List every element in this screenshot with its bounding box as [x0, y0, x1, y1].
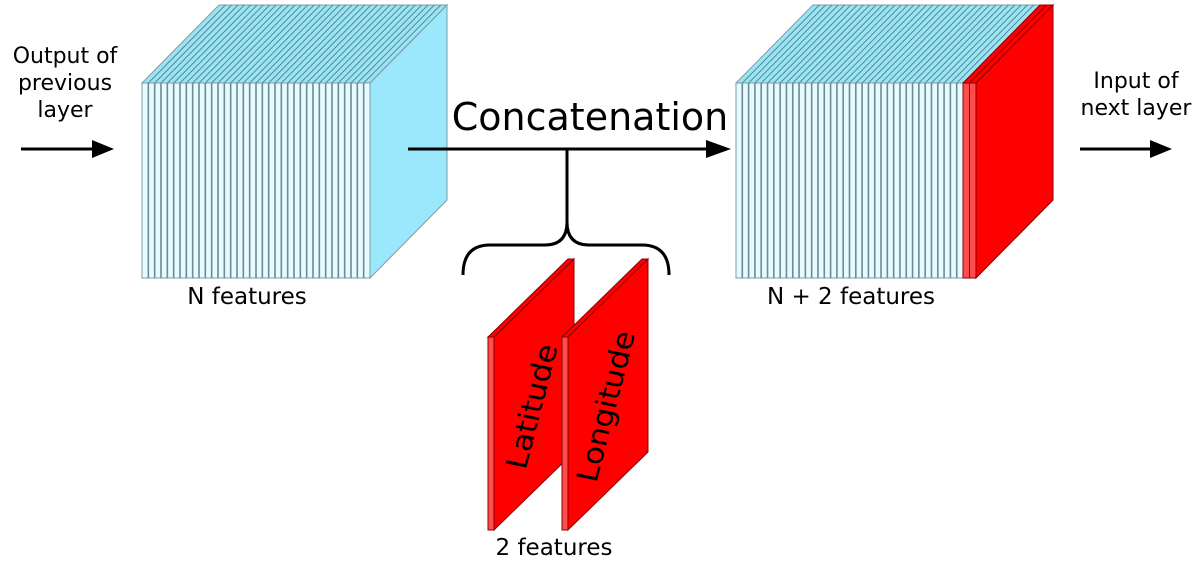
top-slice-edge — [924, 4, 1003, 84]
top-slice-edge — [211, 4, 290, 84]
top-slice-edge — [363, 4, 442, 84]
top-slice-edge — [842, 4, 921, 84]
top-slice-edge — [748, 4, 826, 84]
top-slice-edge — [905, 4, 984, 84]
added-slice-front — [962, 82, 970, 279]
top-slice-edge — [198, 4, 277, 84]
top-slice-edge — [773, 4, 852, 84]
top-slice-edge — [918, 4, 997, 84]
top-slice-edge — [230, 4, 309, 84]
top-slice-edge — [943, 4, 1022, 84]
top-slice-edge — [179, 4, 258, 84]
top-slice-edge — [274, 4, 353, 84]
top-slice-edge — [268, 4, 347, 84]
top-slice-edge — [836, 4, 915, 84]
top-slice-edge — [817, 4, 896, 84]
top-slice-edge — [767, 4, 845, 84]
top-slice-edge — [249, 4, 328, 84]
top-slice-edge — [204, 4, 283, 84]
right-block-label: N + 2 features — [767, 284, 935, 310]
top-slice-edge — [344, 4, 423, 84]
top-slice-edge — [299, 4, 378, 84]
top-slice-edge — [754, 4, 833, 84]
top-slice-edge — [956, 4, 1035, 84]
top-slice-edge — [236, 4, 315, 84]
top-slice-edge — [830, 4, 908, 84]
top-slice-edge — [937, 4, 1016, 84]
top-slice-edge — [154, 4, 233, 84]
top-slice-edge — [166, 4, 245, 84]
input-label-line-2: previous — [18, 71, 112, 96]
input-label: Output of previous layer — [13, 44, 119, 123]
top-slice-edge — [306, 4, 385, 84]
top-slice-edge — [356, 4, 435, 84]
top-slice-edge — [893, 4, 971, 84]
top-slice-edge — [242, 4, 321, 84]
top-slice-edge — [849, 4, 927, 84]
top-slice-edge — [147, 4, 226, 84]
top-slice-edge — [173, 4, 252, 84]
panel-front-strip — [561, 336, 569, 531]
concatenation-arrowhead-icon — [706, 140, 731, 158]
top-slice-edge — [931, 4, 1009, 84]
top-slice-edge — [293, 4, 372, 84]
feature-block-n-plus-2 — [734, 3, 1055, 280]
top-slice-edge — [325, 4, 404, 84]
top-slice-edge — [337, 4, 416, 84]
top-slice-edge — [185, 4, 264, 84]
top-slice-edge — [280, 4, 359, 84]
top-slice-edge — [318, 4, 397, 84]
brace-icon — [461, 149, 671, 276]
top-slice-edge — [868, 4, 946, 84]
top-slice-edge — [861, 4, 940, 84]
output-label-line-1: Input of — [1093, 69, 1179, 94]
top-slice-edge — [741, 4, 820, 84]
input-arrowhead-icon — [92, 140, 114, 158]
top-slice-edge — [880, 4, 959, 84]
top-slice-edge — [312, 4, 391, 84]
top-slice-edge — [874, 4, 953, 84]
output-arrow — [1080, 140, 1172, 158]
top-slice-edge — [255, 4, 334, 84]
top-slice-edge — [798, 4, 877, 84]
feature-panel-latitude: Latitude — [486, 257, 576, 532]
top-slice-edge — [331, 4, 410, 84]
output-arrowhead-icon — [1150, 140, 1172, 158]
input-arrow — [21, 140, 114, 158]
top-slice-edge — [760, 4, 839, 84]
feature-panel-longitude: Longitude — [560, 257, 650, 532]
top-slice-edge — [350, 4, 429, 84]
top-slice-edge — [223, 4, 302, 84]
extra-features-label: 2 features — [496, 535, 613, 561]
top-slice-edge — [192, 4, 271, 84]
top-slice-edge — [786, 4, 864, 84]
top-slice-edge — [261, 4, 340, 84]
input-label-line-3: layer — [37, 98, 93, 123]
top-slice-edge — [160, 4, 239, 84]
top-slice-edge — [217, 4, 296, 84]
left-block-label: N features — [187, 284, 307, 310]
top-slice-edge — [287, 4, 366, 84]
top-slice-edge — [805, 4, 883, 84]
top-slice-edge — [792, 4, 871, 84]
operation-label: Concatenation — [452, 95, 728, 139]
output-label: Input of next layer — [1081, 69, 1193, 121]
top-slice-edge — [823, 4, 902, 84]
concatenation-arrow — [408, 140, 731, 158]
input-label-line-1: Output of — [13, 44, 119, 69]
panel-front-strip — [487, 336, 495, 531]
feature-block-n — [140, 3, 449, 280]
top-slice-edge — [950, 4, 1028, 84]
top-slice-edge — [899, 4, 978, 84]
output-label-line-2: next layer — [1081, 96, 1193, 121]
top-slice-edge — [886, 4, 965, 84]
top-slice-edge — [779, 4, 858, 84]
added-slice-front — [969, 82, 977, 279]
top-slice-edge — [811, 4, 890, 84]
top-slice-edge — [855, 4, 934, 84]
top-slice-edge — [912, 4, 990, 84]
